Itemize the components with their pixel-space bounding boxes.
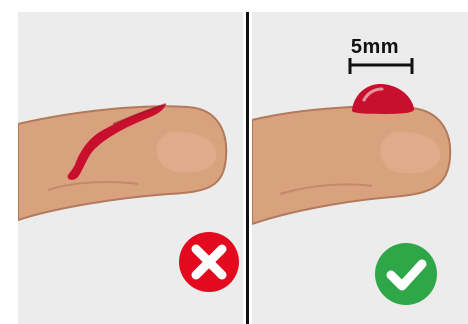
- incorrect-illustration: [18, 12, 243, 324]
- correct-badge: [375, 243, 437, 305]
- incorrect-panel: [18, 12, 243, 324]
- measurement-label: 5mm: [345, 36, 405, 59]
- panel-divider: [243, 12, 252, 324]
- correct-circle: [375, 243, 437, 305]
- incorrect-badge: [179, 232, 239, 292]
